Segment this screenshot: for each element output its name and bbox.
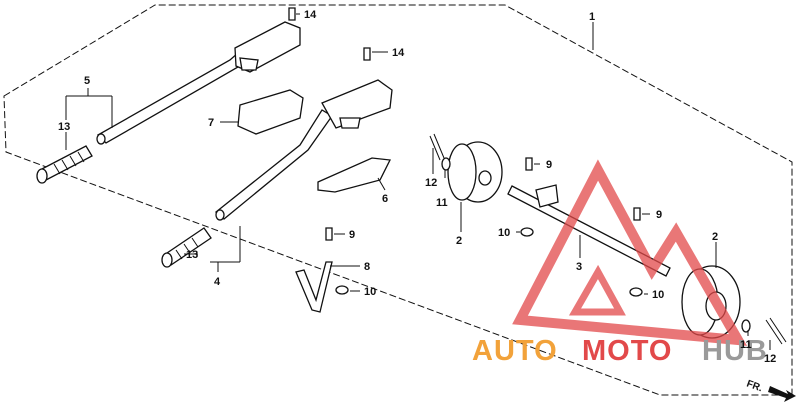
callout-3: 3: [576, 261, 582, 273]
callout-1: 1: [589, 11, 595, 23]
callout-13-lower: 13: [186, 249, 198, 261]
callout-12-right: 12: [764, 353, 776, 365]
callout-9-bottom: 9: [349, 229, 355, 241]
callout-labels: 1 14 14 5 13 7 6 12 11 2 9 10 9 3 2 10 1…: [58, 9, 776, 365]
callout-14-mid: 14: [392, 47, 405, 59]
grip-lower: [161, 227, 212, 268]
mounting-stay: [317, 157, 391, 193]
callout-10-bottom: 10: [364, 286, 376, 298]
kit-boundary: [3, 4, 793, 396]
front-direction-label: FR.: [745, 378, 764, 394]
callout-11-left: 11: [436, 197, 448, 209]
upper-handle-assembly: [96, 21, 301, 145]
watermark-logo: [512, 159, 748, 346]
callout-2-right: 2: [712, 231, 718, 243]
front-arrow-icon: [768, 386, 796, 402]
callout-6: 6: [382, 193, 388, 205]
leader-lines: [65, 13, 771, 350]
u-bracket: [295, 261, 333, 313]
callout-9-left: 9: [546, 159, 552, 171]
callout-13-upper: 13: [58, 121, 70, 133]
callout-10-left: 10: [498, 227, 510, 239]
callout-8: 8: [364, 261, 370, 273]
callout-4: 4: [214, 276, 221, 288]
callout-14-top: 14: [304, 9, 317, 21]
callout-12-left: 12: [425, 177, 437, 189]
callout-5: 5: [84, 75, 90, 87]
callout-10-right: 10: [652, 289, 664, 301]
lower-handle-assembly: [214, 79, 393, 221]
watermark-text-auto: AUTO: [472, 335, 558, 367]
grip-upper: [36, 145, 93, 184]
hardware: [288, 7, 787, 345]
handle-clamp: [237, 89, 304, 135]
callout-7: 7: [208, 117, 214, 129]
callout-11-right: 11: [740, 339, 752, 351]
watermark-text-hub: HUB: [702, 335, 768, 367]
callout-9-right: 9: [656, 209, 662, 221]
wheel-left: [447, 141, 503, 203]
callout-2-left: 2: [456, 235, 462, 247]
watermark-text-moto: MOTO: [582, 335, 672, 367]
axle: [507, 184, 671, 277]
